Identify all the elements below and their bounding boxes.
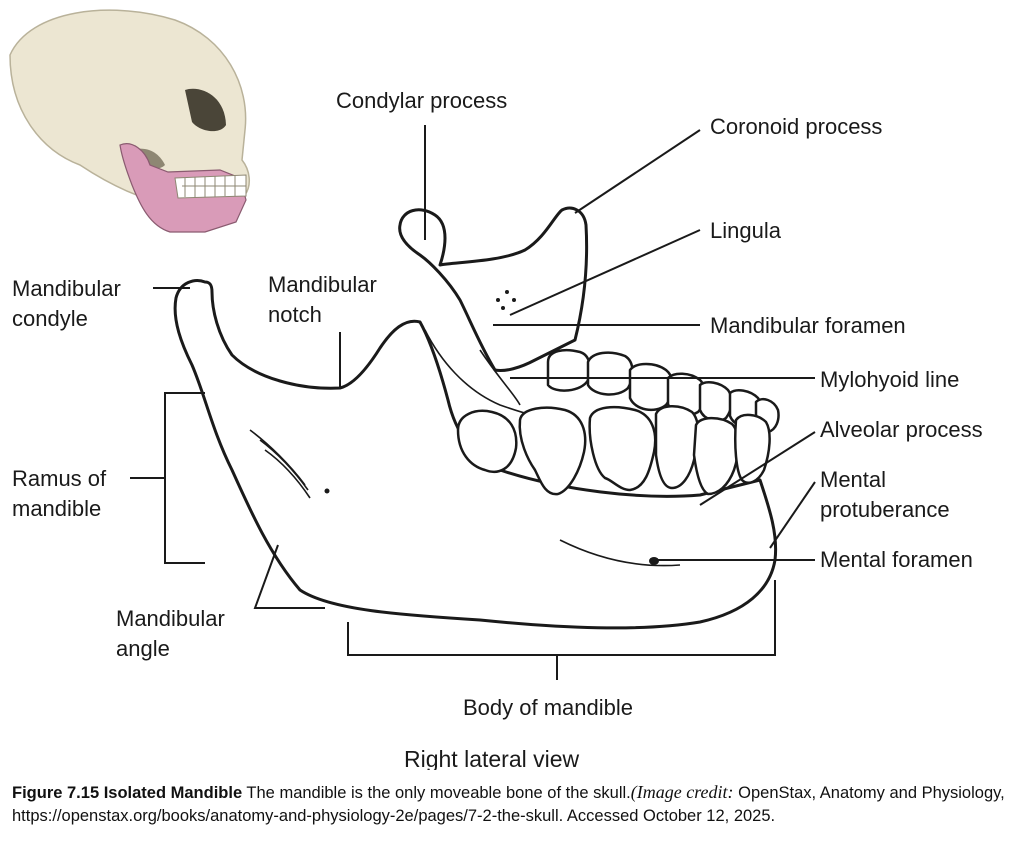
label-mental-protuberance-line2: protuberance [820, 497, 950, 522]
label-mandibular-notch-line2: notch [268, 302, 322, 327]
back-teeth-row [546, 348, 780, 434]
caption-credit-text: OpenStax, Anatomy and Physiology, https:… [12, 784, 1005, 825]
label-mylohyoid-line: Mylohyoid line [820, 367, 959, 392]
label-ramus-line2: mandible [12, 496, 101, 521]
mandible-diagram: Condylar process Coronoid process Lingul… [9, 9, 983, 770]
anatomy-labels: Condylar process Coronoid process Lingul… [12, 88, 983, 720]
caption-figure-title: Figure 7.15 Isolated Mandible [12, 784, 243, 802]
leader-alveolar-process [699, 431, 816, 506]
leader-mental-protuberance [769, 481, 816, 549]
label-coronoid-process: Coronoid process [710, 114, 882, 139]
caption-credit-label: (Image credit: [630, 782, 734, 802]
label-mental-foramen: Mental foramen [820, 547, 973, 572]
label-mandibular-angle-line2: angle [116, 636, 170, 661]
bracket-ramus [130, 392, 205, 564]
label-mandibular-foramen: Mandibular foramen [710, 313, 906, 338]
leader-mandibular-angle [253, 544, 325, 609]
leader-lines [130, 125, 816, 680]
label-mandibular-angle-line1: Mandibular [116, 606, 225, 631]
caption-text: The mandible is the only moveable bone o… [242, 784, 631, 802]
label-ramus-line1: Ramus of [12, 466, 107, 491]
view-label: Right lateral view [404, 746, 580, 770]
figure-caption: Figure 7.15 Isolated Mandible The mandib… [12, 781, 1012, 828]
front-teeth-row [456, 405, 771, 496]
label-body-of-mandible: Body of mandible [463, 695, 633, 720]
label-mandibular-condyle-line2: condyle [12, 306, 88, 331]
mandible-illustration [173, 206, 780, 630]
label-mandibular-notch-line1: Mandibular [268, 272, 377, 297]
label-alveolar-process: Alveolar process [820, 417, 983, 442]
leader-lingula [509, 229, 701, 316]
bracket-body-of-mandible [347, 580, 776, 680]
label-condylar-process: Condylar process [336, 88, 507, 113]
skull-inset-illustration [9, 9, 250, 233]
label-lingula: Lingula [710, 218, 782, 243]
leader-coronoid-process [574, 129, 701, 214]
label-mental-protuberance-line1: Mental [820, 467, 886, 492]
label-mandibular-condyle-line1: Mandibular [12, 276, 121, 301]
